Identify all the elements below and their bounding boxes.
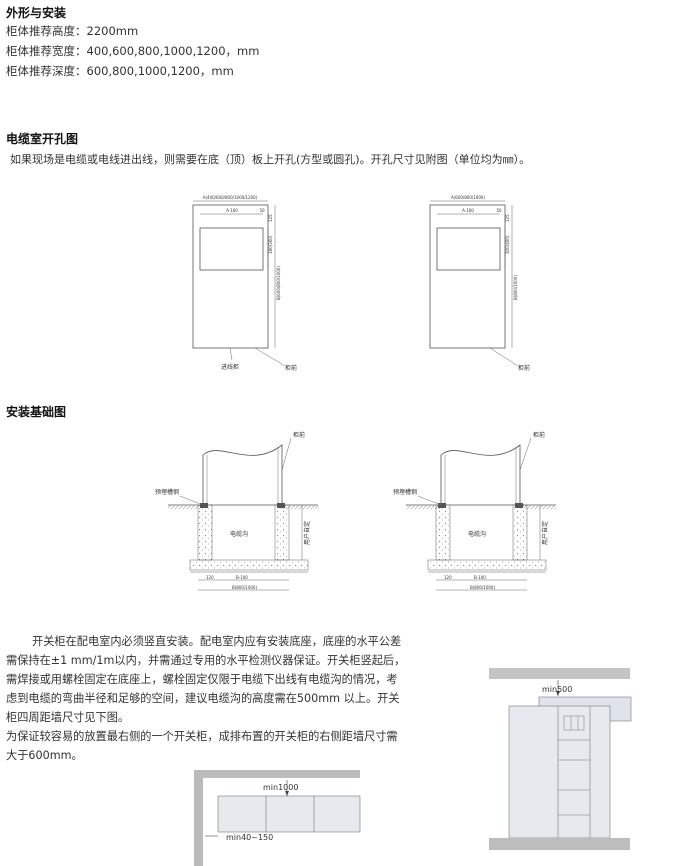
install-line-5: 柜四周距墙尺寸见下图。 (6, 711, 130, 724)
section-title-shape: 外形与安装 (6, 6, 67, 20)
fl-front: 柜前 (293, 431, 305, 439)
cable-hole-diagram-1: A(400/600/800/1000/1200) A-100 50 180(30… (192, 195, 297, 372)
fl-steel: 预埋槽钢 (155, 488, 179, 496)
d1-top-dim: A(400/600/800/1000/1200) (203, 195, 258, 200)
plan-min-side: min40~150 (226, 833, 273, 842)
wall-elevation-diagram: min500 (489, 668, 632, 850)
d1-side-small: 50 (259, 208, 265, 213)
fr-user: 用户自定 (541, 521, 549, 545)
section-title-cable-room: 电缆室开孔图 (6, 132, 79, 146)
fl-user: 用户自定 (303, 521, 311, 545)
foundation-diagram-left: 电缆沟 用户自定 预埋槽钢 柜前 120 B-100 B(800/1000) (155, 431, 318, 591)
fl-dim-small: 120 (206, 575, 214, 580)
install-paragraph: 开关柜在配电室内必须竖直安装。配电室内应有安装底座，底座的水平公差 需保持在±1… (6, 632, 446, 765)
elev-min-top: min500 (542, 685, 572, 694)
wall-plan-diagram: min1000 min40~150 (194, 770, 361, 866)
d2-sub-dim: A-100 (462, 208, 474, 213)
fr-front: 柜前 (533, 431, 545, 439)
install-line-4: 虑到电缆的弯曲半径和足够的空间，建议电缆沟的高度需在500mm 以上。开关 (6, 692, 400, 705)
fr-steel: 预埋槽钢 (393, 488, 417, 496)
fl-dim-mid: B-100 (236, 575, 248, 580)
d1-vert-outer: B(600/800/1000) (276, 266, 281, 300)
d2-top-dim: A(600/800/1000) (451, 195, 485, 200)
d2-side-small: 50 (496, 208, 502, 213)
install-line-6: 为保证较容易的放置最右侧的一个开关柜，成排布置的开关柜的右侧距墙尺寸需 (6, 730, 398, 743)
fl-dim-total: B(800/1000) (232, 585, 257, 590)
d1-side-125: 125 (268, 214, 273, 222)
d1-vert-inner: 180(300) (268, 235, 273, 254)
plan-min-front: min1000 (263, 783, 298, 792)
section-title-foundation: 安装基础图 (6, 405, 67, 419)
install-line-7: 大于600mm。 (6, 749, 83, 762)
spec-depth: 柜体推荐深度：600,800,1000,1200，mm (6, 64, 234, 78)
d2-side-125: 125 (505, 214, 510, 222)
d2-vert-inner: 300(400) (505, 235, 510, 254)
d1-sub-dim: A-100 (226, 208, 238, 213)
d2-label-front: 柜前 (518, 364, 530, 372)
cable-hole-diagram-2: A(600/800/1000) A-100 50 300(400) B(800/… (429, 195, 530, 372)
d1-label-in: 进线柜 (221, 363, 239, 371)
install-line-1: 开关柜在配电室内必须竖直安装。配电室内应有安装底座，底座的水平公差 (32, 635, 402, 648)
fl-trench: 电缆沟 (230, 530, 248, 538)
fr-dim-small: 120 (444, 575, 452, 580)
fr-dim-total: B(800/1000) (470, 585, 495, 590)
spec-width: 柜体推荐宽度：400,600,800,1000,1200，mm (6, 44, 260, 58)
foundation-diagram-right: 电缆沟 用户自定 预埋槽钢 柜前 120 B-100 B(800/1000) (393, 431, 556, 591)
spec-height: 柜体推荐高度：2200mm (6, 24, 139, 38)
fr-dim-mid: B-100 (474, 575, 486, 580)
d1-label-front: 柜前 (285, 364, 297, 372)
install-line-3: 需焊接或用螺栓固定在底座上，螺栓固定仅限于电缆下出线有电缆沟的情况，考 (6, 673, 398, 686)
fr-trench: 电缆沟 (468, 530, 486, 538)
install-line-2: 需保持在±1 mm/1m以内，并需通过专用的水平检测仪器保证。开关柜竖起后， (6, 654, 406, 667)
cable-room-description: 如果现场是电缆或电线进出线，则需要在底（顶）板上开孔(方型或圆孔)。开孔尺寸见附… (10, 153, 531, 166)
d2-vert-outer: B(800/1000) (513, 275, 518, 300)
